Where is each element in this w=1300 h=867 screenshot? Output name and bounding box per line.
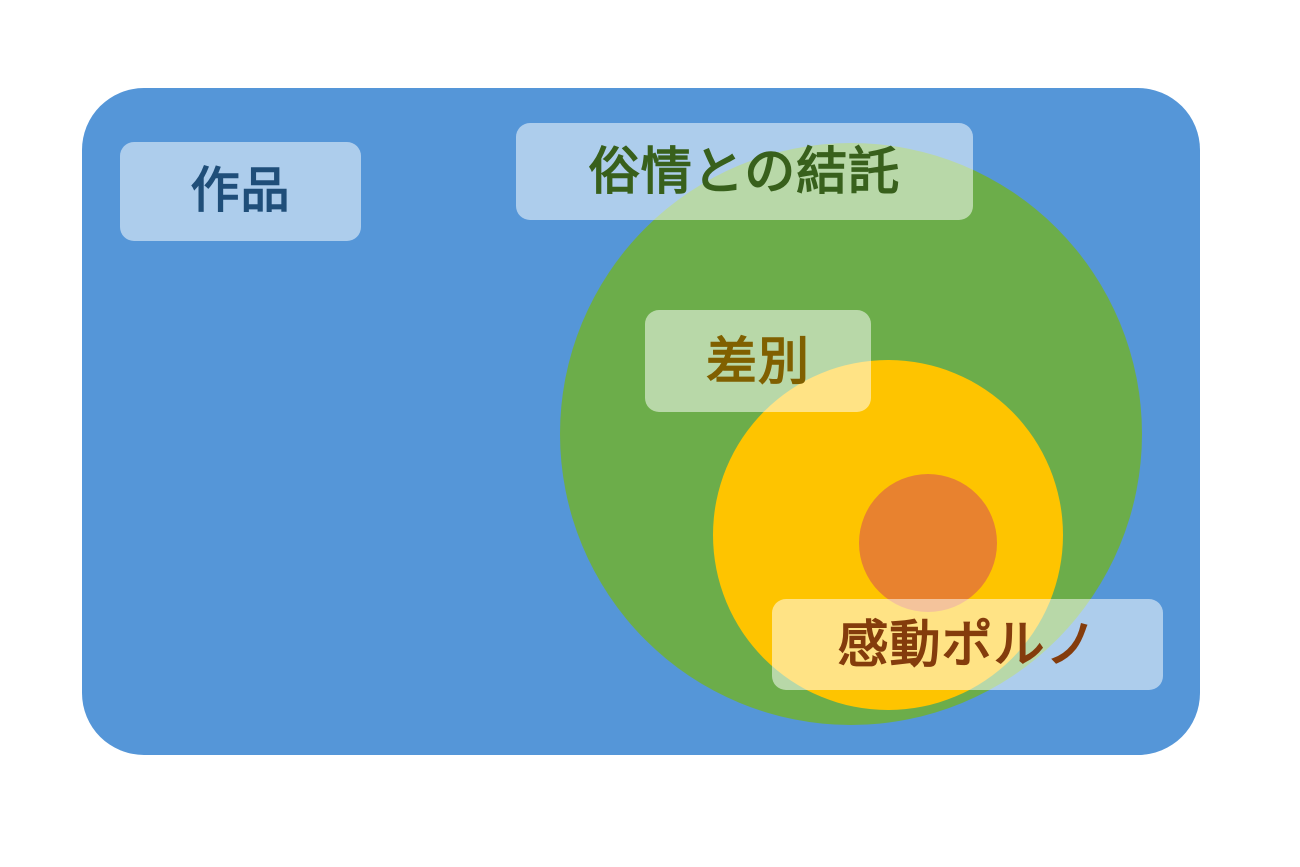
set-label-collusion-vulgarity: 俗情との結託 [516, 123, 973, 220]
set-label-discrimination: 差別 [645, 310, 871, 412]
set-shape-inspiration-porn[interactable] [859, 474, 997, 612]
set-label-inspiration-porn: 感動ポルノ [772, 599, 1163, 690]
set-label-work: 作品 [120, 142, 361, 241]
